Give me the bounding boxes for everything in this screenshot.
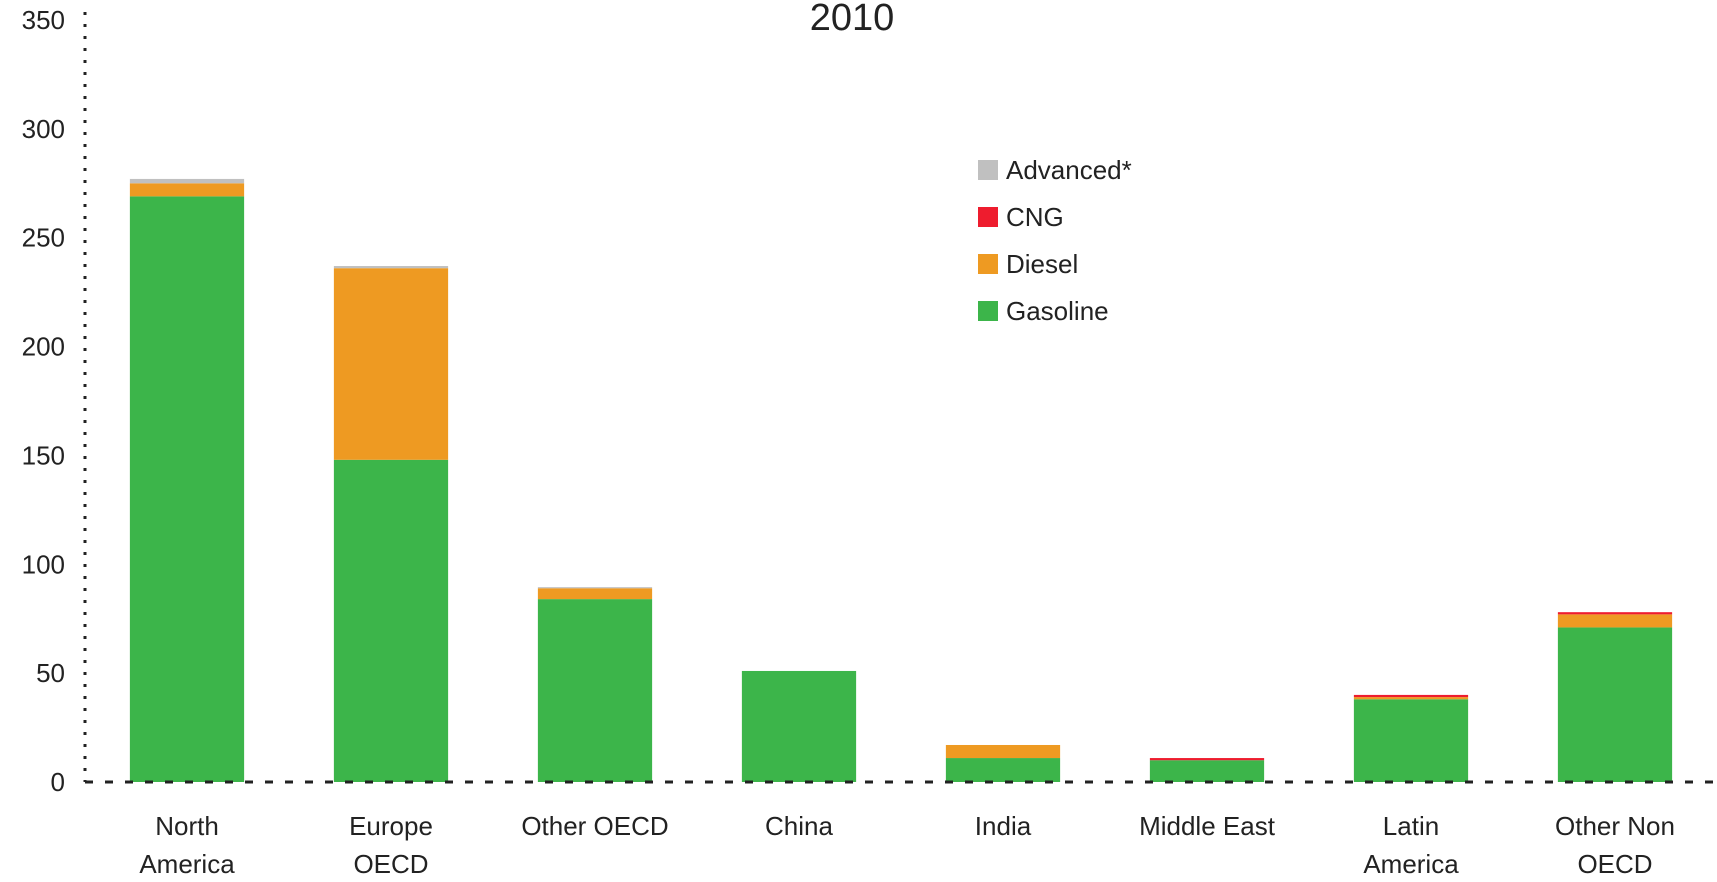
legend-label-cng: CNG (1006, 202, 1064, 232)
y-tick-label: 100 (22, 549, 65, 579)
bar-gasoline-other-non-oecd (1557, 627, 1673, 782)
x-tick-label: India (975, 811, 1032, 841)
bar-gasoline-other-oecd (537, 599, 653, 782)
bar-advanced-other-oecd (537, 587, 653, 589)
bar-gasoline-china (741, 670, 857, 782)
bar-gasoline-europe-oecd (333, 459, 449, 782)
legend-label-diesel: Diesel (1006, 249, 1078, 279)
bar-cng-latin-america (1353, 694, 1469, 698)
bar-diesel-latin-america (1353, 697, 1469, 700)
y-tick-label: 300 (22, 114, 65, 144)
bar-advanced-europe-oecd (333, 266, 449, 269)
y-tick-label: 0 (51, 767, 65, 797)
y-tick-label: 150 (22, 440, 65, 470)
y-tick-label: 350 (22, 5, 65, 35)
y-tick-label: 50 (36, 658, 65, 688)
bar-gasoline-india (945, 758, 1061, 782)
bar-gasoline-middle-east (1149, 760, 1265, 782)
bar-cng-other-non-oecd (1557, 612, 1673, 615)
y-tick-label: 200 (22, 332, 65, 362)
legend-swatch-advanced (978, 160, 998, 180)
bar-diesel-europe-oecd (333, 268, 449, 460)
legend-label-advanced: Advanced* (1006, 155, 1132, 185)
legend-swatch-diesel (978, 254, 998, 274)
bar-diesel-other-non-oecd (1557, 614, 1673, 628)
x-tick-label: Middle East (1139, 811, 1276, 841)
bar-diesel-north-america (129, 183, 245, 197)
legend-swatch-cng (978, 207, 998, 227)
x-tick-label: Other OECD (521, 811, 668, 841)
bar-gasoline-north-america (129, 196, 245, 782)
bar-advanced-north-america (129, 178, 245, 184)
y-tick-label: 250 (22, 223, 65, 253)
x-tick-label: China (765, 811, 833, 841)
bar-diesel-other-oecd (537, 588, 653, 600)
legend-swatch-gasoline (978, 301, 998, 321)
legend-label-gasoline: Gasoline (1006, 296, 1109, 326)
y-axis: 0 50 100 150 200 250 300 350 (22, 5, 87, 797)
bar-diesel-india (945, 744, 1061, 759)
bar-gasoline-latin-america (1353, 699, 1469, 782)
bar-cng-middle-east (1149, 758, 1265, 761)
bars-group (129, 178, 1673, 782)
chart-title: 2010 (810, 0, 895, 39)
